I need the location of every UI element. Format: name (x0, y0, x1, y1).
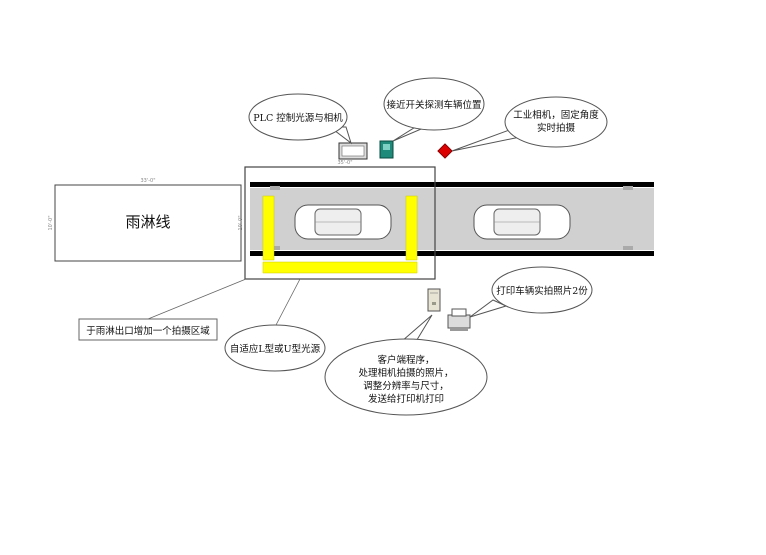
light-source-bubble (224, 324, 326, 372)
proximity-sensor-icon (379, 140, 394, 159)
rain-line-box (54, 184, 242, 262)
rain-width-dim: 33'-0" (140, 178, 155, 184)
rail-bracket (270, 246, 280, 250)
client-bubble (324, 338, 488, 416)
capture-height-dim: 10'-0" (238, 215, 244, 230)
light-bar-left (262, 195, 275, 261)
rail-bracket (623, 186, 633, 190)
rain-height-dim: 10'-0" (48, 215, 54, 230)
client-label-line1: 客户端程序， (377, 354, 434, 366)
car-icon (473, 204, 571, 240)
capture-area-label: 于雨淋出口增加一个拍摄区域 (86, 325, 210, 337)
capture-width-dim: 35'-0" (337, 160, 352, 166)
light-callout-line (275, 278, 301, 326)
capture-callout-line (147, 278, 247, 320)
print-label: 打印车辆实拍照片2份 (496, 285, 588, 297)
proximity-bubble (383, 77, 485, 131)
plc-label: PLC 控制光源与相机 (253, 112, 343, 124)
light-bar-right (405, 195, 418, 261)
rail-bracket (623, 246, 633, 250)
client-label-line2: 处理相机拍摄的照片， (358, 367, 453, 379)
computer-icon (427, 288, 441, 312)
camera-label-line1: 工业相机，固定角度 (513, 109, 599, 121)
capture-callout-box (78, 318, 218, 341)
capture-area-box (244, 166, 436, 280)
print-bubble-pointer (469, 299, 508, 318)
camera-icon (437, 143, 453, 159)
proximity-label: 接近开关探测车辆位置 (386, 99, 481, 111)
client-label-line4: 发送给打印机打印 (368, 393, 444, 405)
car-icon (294, 204, 392, 240)
rail-bracket (270, 186, 280, 190)
camera-bubble (504, 96, 608, 148)
bottom-rail (250, 251, 654, 256)
light-bar-bottom (262, 261, 418, 274)
plc-bubble (248, 93, 348, 141)
top-rail (250, 182, 654, 187)
printer-icon (447, 308, 471, 331)
print-bubble (491, 266, 593, 314)
rain-line-label: 雨淋线 (125, 213, 170, 231)
camera-label-line2: 实时拍摄 (537, 122, 576, 134)
plc-icon (338, 142, 368, 160)
light-source-label: 自适应L型或U型光源 (230, 343, 321, 355)
client-label-line3: 调整分辨率与尺寸， (363, 380, 449, 392)
